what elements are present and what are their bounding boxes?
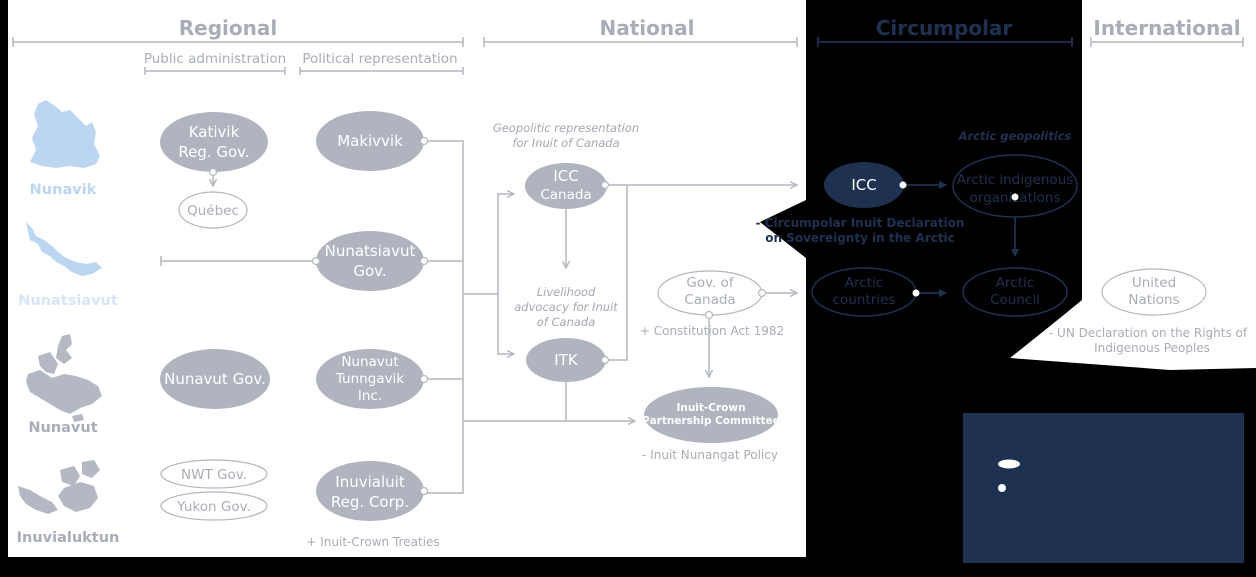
annotation-geopolitic: Geopolitic representation [493,121,639,135]
annotation-un-declaration: - UN Declaration on the Rights of [1049,326,1248,340]
node-label: Kativik [189,123,240,141]
node-inuvialuit-reg-corp[interactable]: Inuvialuit Reg. Corp. [316,461,424,521]
node-label: Nunavut Gov. [164,370,266,388]
node-icc[interactable]: ICC [824,162,907,208]
callout-notch [760,200,806,258]
annotation-livelihood: Livelihood [537,285,596,299]
node-yukon-gov[interactable]: Yukon Gov. [160,491,268,521]
node-nwt-gov[interactable]: NWT Gov. [160,459,268,489]
section-international: International [1093,16,1240,40]
node-label: Nunavut [341,354,398,370]
region-label-nunavik: Nunavik [30,182,97,198]
connector-dots [208,136,767,496]
node-label: ICC [851,176,876,194]
inuvialuktun-map-icon [18,460,100,514]
section-circumpolar: Circumpolar [876,16,1013,40]
subheader-political-representation: Political representation [302,51,457,67]
annotation-geopolitic: for Inuit of Canada [512,136,619,150]
node-kativik-reg-gov[interactable]: Kativik Reg. Gov. [160,112,268,172]
nunatsiavut-map-icon [26,222,102,276]
node-label: Inc. [358,388,382,404]
node-itk[interactable]: ITK [526,338,606,382]
node-label: Makivvik [337,132,403,150]
node-label: countries [833,292,896,308]
legend-dot-icon [998,484,1006,492]
connectors-regional [160,140,635,494]
node-icc-canada[interactable]: ICC Canada [525,163,607,209]
node-label: Tunngavik [335,371,404,387]
annotation-inuit-nunangat-policy: - Inuit Nunangat Policy [642,448,778,462]
connector-dot [912,289,920,297]
node-label: ICC [553,167,578,185]
connector-dot [899,181,907,189]
node-label: Council [990,292,1040,308]
annotation-inuit-crown-treaties: + Inuit-Crown Treaties [306,535,439,549]
node-label: Nunatsiavut [325,242,416,260]
node-label: Reg. Gov. [178,143,249,161]
region-label-nunatsiavut: Nunatsiavut [18,293,118,309]
node-arctic-countries[interactable]: Arctic countries [811,267,920,317]
node-label: United [1132,275,1176,291]
node-label: Gov. of [686,275,735,291]
node-label: ITK [554,351,579,369]
legend-panel [963,413,1244,563]
node-label: NWT Gov. [181,467,247,483]
section-national: National [600,16,695,40]
region-label-inuvialuktun: Inuvialuktun [17,530,120,546]
node-label: Nations [1128,292,1179,308]
node-inuit-crown-partnership-committee[interactable]: Inuit-Crown Partnership Committee [642,387,780,443]
node-arctic-indigenous-organizations[interactable]: Arctic indigenous organizations [952,154,1078,218]
node-label: Partnership Committee [642,415,780,427]
section-brackets [12,37,1244,75]
nunavik-map-icon [30,100,100,168]
node-label: Canada [540,187,591,203]
annotation-livelihood: advocacy for Inuit [514,300,618,314]
region-label-nunavut: Nunavut [28,420,97,436]
node-label: Québec [187,203,239,219]
annotation-un-declaration: Indigenous Peoples [1094,341,1210,355]
subheader-public-administration: Public administration [144,51,286,67]
node-label: Reg. Corp. [331,493,409,511]
node-label: Arctic indigenous [957,172,1074,188]
node-label: Arctic [845,275,883,291]
node-arctic-council[interactable]: Arctic Council [962,267,1068,317]
legend-ellipse-icon [998,459,1020,469]
annotation-arctic-geopolitics: Arctic geopolitics [958,129,1072,143]
nunavut-map-icon [26,334,102,422]
node-label: Canada [684,292,735,308]
section-regional: Regional [179,16,277,40]
node-quebec[interactable]: Québec [178,191,248,229]
circumpolar-bracket [817,37,1073,47]
node-gov-of-canada[interactable]: Gov. of Canada [657,270,763,316]
annotation-constitution-act: + Constitution Act 1982 [640,324,784,338]
node-label: Inuvialuit [335,473,405,491]
node-label: Inuit-Crown [676,402,745,414]
node-nunavut-gov[interactable]: Nunavut Gov. [160,349,270,409]
connectors-national [566,185,797,377]
node-united-nations[interactable]: United Nations [1101,268,1207,316]
node-nunatsiavut-gov[interactable]: Nunatsiavut Gov. [316,231,424,291]
annotation-circumpolar-declaration: on Sovereignty in the Arctic [765,231,955,245]
connector-dot [1011,193,1019,201]
node-makivvik[interactable]: Makivvik [316,111,424,171]
annotation-livelihood: of Canada [537,315,596,329]
node-label: Yukon Gov. [176,499,251,515]
node-label: Gov. [353,262,386,280]
annotation-circumpolar-declaration: - Circumpolar Inuit Declaration [756,216,965,230]
node-nunavut-tunngavik-inc[interactable]: Nunavut Tunngavik Inc. [316,349,424,409]
node-label: Arctic [996,275,1034,291]
